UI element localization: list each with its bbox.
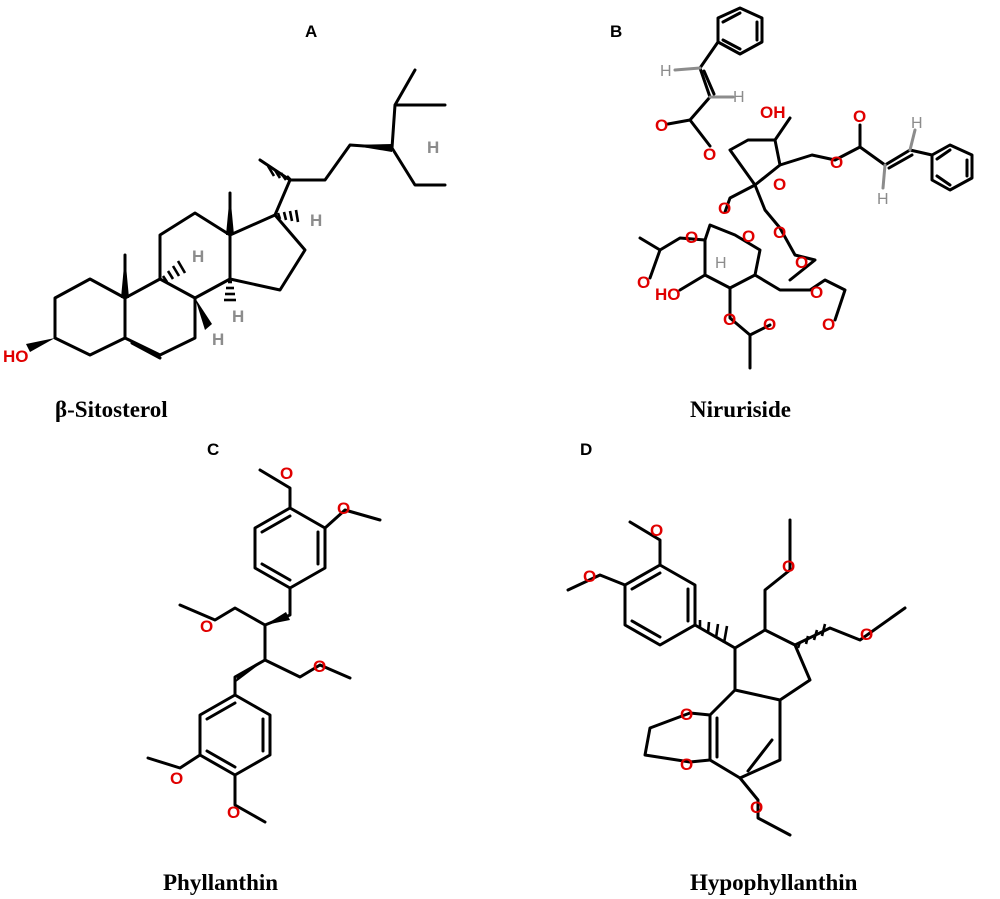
sugar-oh-2-label: HO [655, 285, 681, 304]
hydroxyl-label: HO [3, 347, 29, 366]
ester-o-1: O [655, 116, 668, 135]
panel-a-name: β-Sitosterol [55, 397, 168, 422]
ester-o-4: O [853, 107, 866, 126]
methoxy-o-2: O [337, 499, 350, 518]
panel-c-letter: C [207, 440, 219, 459]
wedge-c2 [236, 660, 265, 682]
vinyl-h-4: H [877, 191, 889, 208]
ester-o-3: O [830, 153, 843, 172]
ether-o-d1: O [782, 557, 795, 576]
acetyl-o-8: O [763, 315, 776, 334]
acetyl-o-2: O [795, 253, 808, 272]
ester-o-2: O [703, 145, 716, 164]
acetyl-o-4: O [637, 273, 650, 292]
methoxy-o-4: O [227, 803, 240, 822]
wedge-c1 [265, 612, 290, 625]
sitosterol-skeleton [53, 68, 447, 360]
vinyl-h-1: H [660, 63, 672, 80]
vinyl-h-3: H [911, 115, 923, 132]
hash-bonds-a [161, 165, 300, 302]
ether-o-2: O [313, 657, 326, 676]
glycosidic-o: O [718, 199, 731, 218]
acetyl-o-1: O [773, 223, 786, 242]
h9-label: H [192, 247, 204, 266]
niruriside-skeleton [638, 6, 974, 370]
ring-o-pyranose: O [742, 227, 755, 246]
h14-label: H [232, 307, 244, 326]
c24-wedge [350, 144, 392, 152]
vinyl-h-2: H [733, 89, 745, 106]
panel-b: B [610, 6, 974, 422]
panel-d: D O O O O O O [566, 440, 907, 895]
methoxy-o-d1: O [650, 521, 663, 540]
panel-b-letter: B [610, 22, 622, 41]
methoxy-o-3: O [170, 769, 183, 788]
dioxole-o-1: O [680, 705, 693, 724]
h17-label: H [310, 211, 322, 230]
acetyl-o-3: O [685, 228, 698, 247]
ether-o-1: O [200, 617, 213, 636]
acetyl-o-6: O [822, 315, 835, 334]
anomeric-h: H [715, 255, 727, 272]
acetyl-o-5: O [810, 283, 823, 302]
panel-c: C O O O O O O Phyllanthin [146, 440, 382, 895]
panel-d-letter: D [580, 440, 592, 459]
panel-a: A [3, 22, 447, 422]
ether-o-d2: O [860, 625, 873, 644]
h14-wedge [195, 298, 212, 330]
ring-o-furanose: O [773, 175, 786, 194]
panel-b-name: Niruriside [690, 397, 791, 422]
methoxy-o-d3: O [750, 798, 763, 817]
oh-wedge [26, 338, 55, 352]
methoxy-o-d2: O [583, 567, 596, 586]
phyllanthin-skeleton [146, 468, 382, 824]
h24-label: H [427, 138, 439, 157]
methoxy-o-1: O [280, 464, 293, 483]
c18-wedge [226, 193, 234, 235]
hash-bonds-d [698, 620, 827, 649]
hypophyllanthin-skeleton [566, 518, 907, 837]
c19-wedge [121, 255, 129, 298]
acetyl-o-7: O [723, 310, 736, 329]
panel-d-name: Hypophyllanthin [690, 870, 858, 895]
sugar-oh-label: OH [760, 103, 786, 122]
panel-c-name: Phyllanthin [163, 870, 278, 895]
panel-a-letter: A [305, 22, 317, 41]
dioxole-o-2: O [680, 755, 693, 774]
h8-label: H [212, 330, 224, 349]
